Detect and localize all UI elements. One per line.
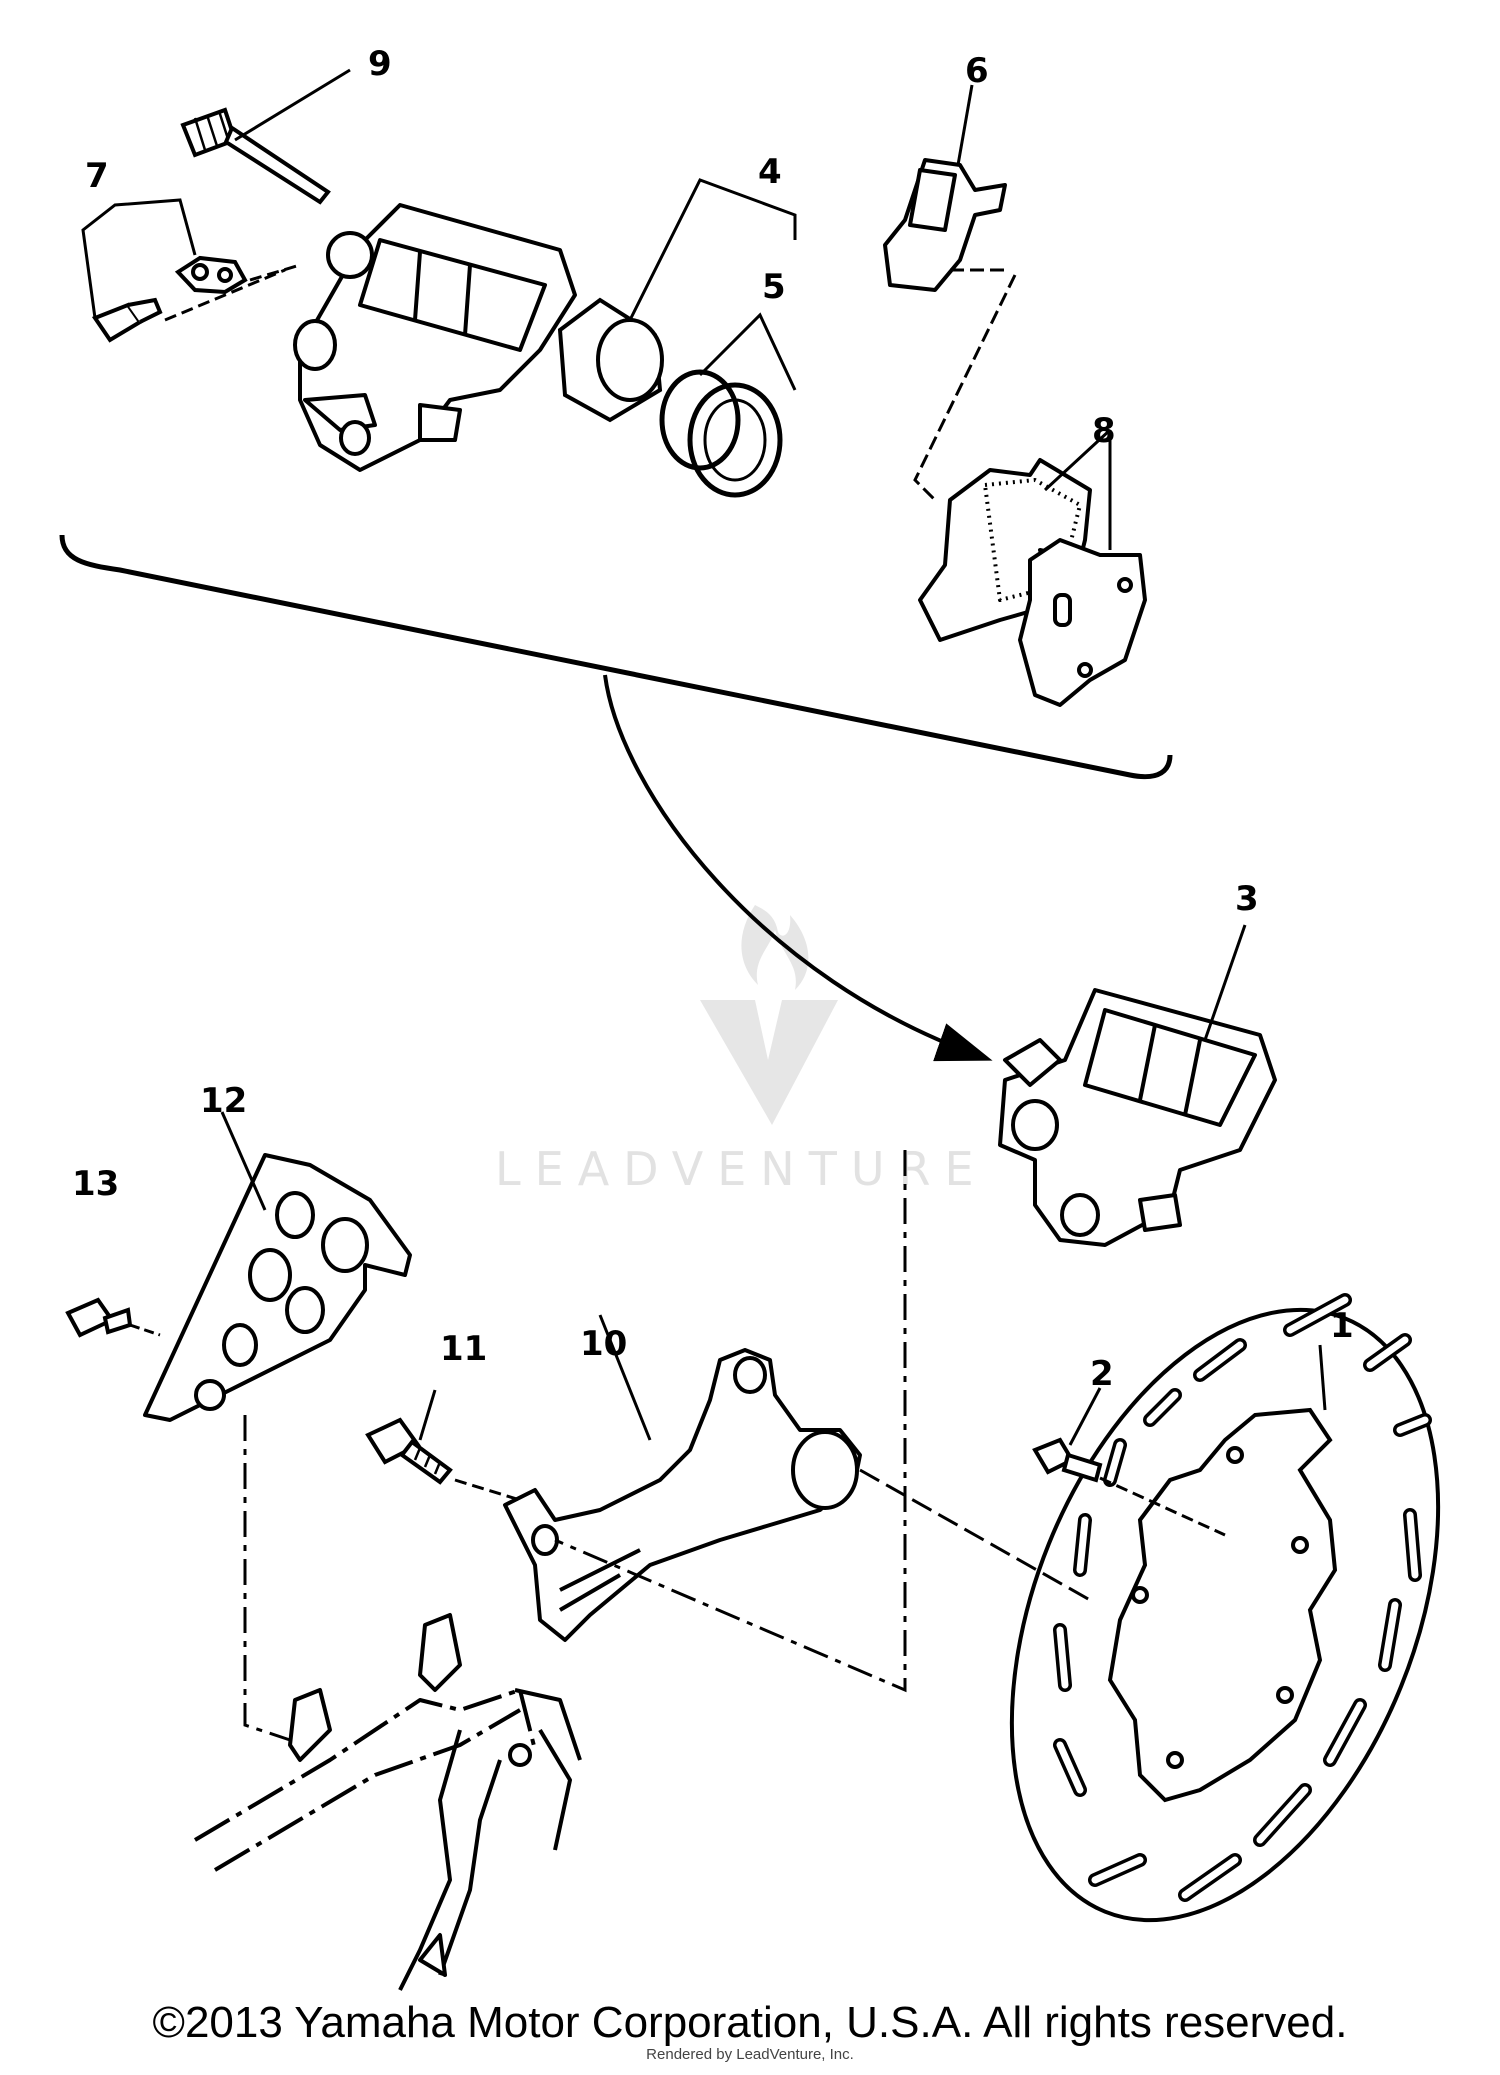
brake-disc — [1009, 1293, 1441, 1923]
assembly-arrow — [603, 674, 993, 1062]
callout-1: 1 — [1330, 1306, 1354, 1346]
callout-13: 13 — [72, 1164, 119, 1204]
bracket-bolt — [365, 1417, 453, 1485]
callout-8: 8 — [1092, 411, 1116, 451]
disc-bolt — [1032, 1437, 1103, 1483]
caliper-body-exploded — [293, 203, 577, 472]
guard-mount-line — [243, 1415, 291, 1742]
callout-4: 4 — [758, 152, 782, 192]
callout-11: 11 — [440, 1329, 487, 1369]
callout-labels: 1 2 3 4 5 6 7 8 9 10 11 12 13 — [72, 44, 1354, 1394]
guard-plate-bolt — [65, 1297, 133, 1338]
subassembly-bracket — [59, 534, 1173, 780]
watermark-logo — [700, 905, 838, 1125]
callout-7: 7 — [85, 156, 109, 196]
copyright-notice: ©2013 Yamaha Motor Corporation, U.S.A. A… — [152, 1998, 1348, 2047]
caliper-mount-line — [554, 1150, 907, 1693]
callout-5: 5 — [762, 267, 786, 307]
callout-10: 10 — [580, 1324, 627, 1364]
caliper-bracket — [503, 1348, 862, 1642]
callout-6: 6 — [965, 51, 989, 91]
caliper-piston — [557, 297, 664, 423]
brake-pads — [918, 458, 1147, 707]
callout-3: 3 — [1235, 879, 1259, 919]
piston-seals — [659, 369, 783, 498]
render-credit: Rendered by LeadVenture, Inc. — [646, 2046, 854, 2063]
callout-12: 12 — [200, 1081, 247, 1121]
callout-9: 9 — [368, 44, 392, 84]
pad-support-spring — [883, 158, 1007, 292]
watermark-text: LEADVENTURE — [495, 1142, 988, 1196]
caliper-guard-plate — [143, 1153, 412, 1422]
brake-caliper-assembly — [998, 988, 1277, 1247]
caliper-pin-bolt — [180, 107, 331, 205]
callout-2: 2 — [1090, 1354, 1114, 1394]
axle-centerline — [859, 1468, 1091, 1602]
bleed-screw-and-cap — [91, 255, 248, 343]
swing-arm-partial — [193, 1613, 582, 1991]
